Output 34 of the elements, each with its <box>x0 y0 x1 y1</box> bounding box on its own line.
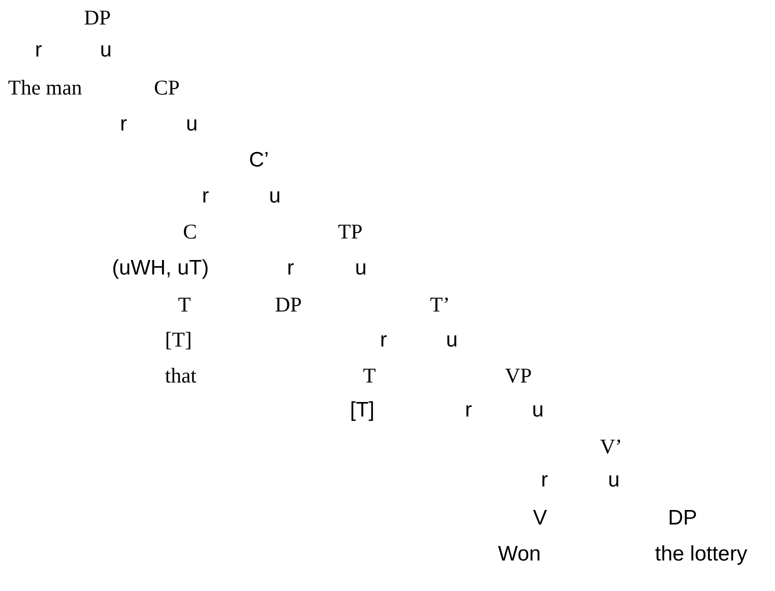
branch-glyph: u <box>532 400 544 420</box>
category-label: V <box>533 508 548 528</box>
branch-glyph: u <box>608 470 620 490</box>
category-label: T <box>178 294 191 316</box>
category-label: DP <box>668 508 698 528</box>
branch-glyph: u <box>446 330 458 350</box>
word-label: Won <box>498 544 541 564</box>
category-label: CP <box>154 78 180 98</box>
category-label: DP <box>275 294 302 316</box>
branch-glyph: r <box>465 400 472 420</box>
feature-label: [T] <box>165 330 192 350</box>
category-label: TP <box>338 222 363 242</box>
branch-glyph: r <box>287 258 294 278</box>
branch-glyph: r <box>202 186 209 206</box>
branch-glyph: u <box>355 258 367 278</box>
branch-glyph: r <box>541 470 548 490</box>
branch-glyph: u <box>269 186 281 206</box>
feature-label: (uWH, uT) <box>112 258 209 278</box>
category-label: T’ <box>430 294 450 316</box>
category-label: DP <box>84 8 111 28</box>
category-label: VP <box>505 366 532 386</box>
branch-glyph: r <box>120 114 127 134</box>
category-label: C <box>183 222 198 242</box>
category-label: T <box>363 366 376 386</box>
branch-glyph: r <box>380 330 387 350</box>
word-label: that <box>165 366 196 386</box>
branch-glyph: u <box>186 114 198 134</box>
branch-glyph: u <box>100 40 112 60</box>
feature-label: [T] <box>350 400 374 420</box>
word-label: the lottery <box>655 544 748 564</box>
category-label: V’ <box>600 436 622 458</box>
word-label: The man <box>8 78 82 98</box>
branch-glyph: r <box>35 40 42 60</box>
category-label: C’ <box>249 150 269 170</box>
